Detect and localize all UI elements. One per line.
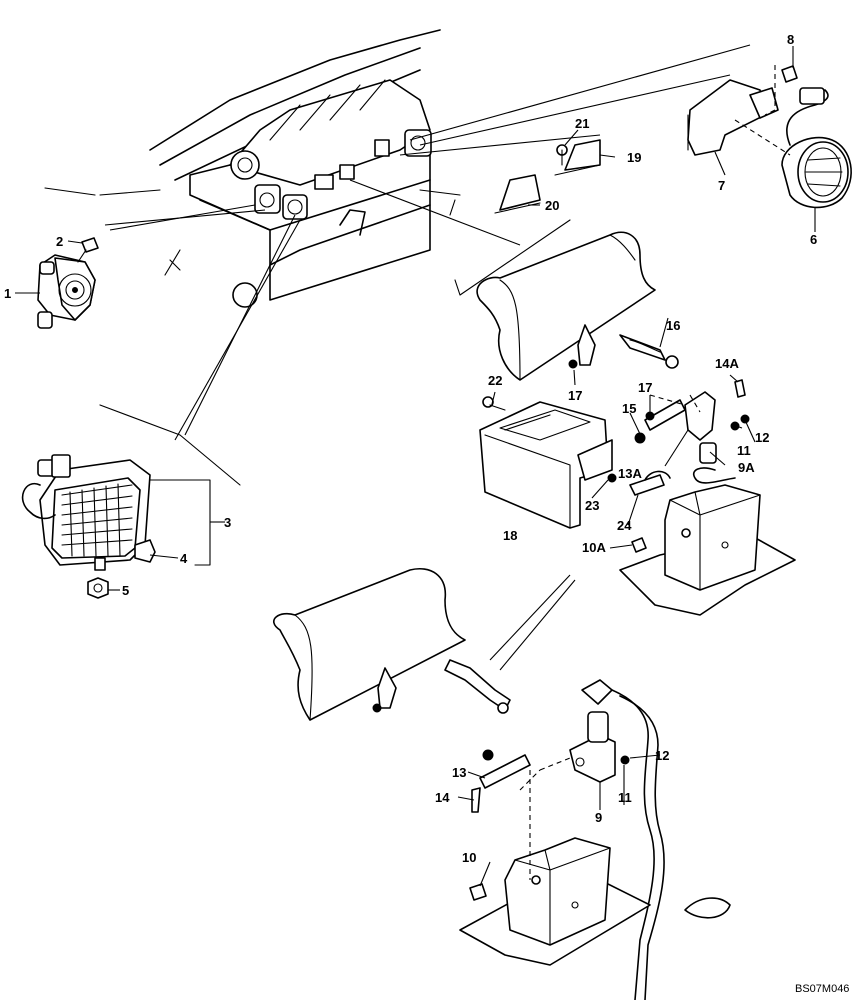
label-part-10a: 10A xyxy=(582,540,606,555)
label-part-13: 13 xyxy=(452,765,466,780)
label-part-13a: 13A xyxy=(618,466,642,481)
label-part-7: 7 xyxy=(718,178,725,193)
label-part-1: 1 xyxy=(4,286,11,301)
label-part-4: 4 xyxy=(180,551,188,566)
label-part-9a: 9A xyxy=(738,460,755,475)
upper-switch-assembly xyxy=(607,334,750,496)
label-part-6: 6 xyxy=(810,232,817,247)
label-part-24: 24 xyxy=(617,518,632,533)
part-labels: 1 2 3 4 5 6 7 8 9 9A 10 10A 11 11 12 12 … xyxy=(4,32,817,865)
label-part-11-lower: 11 xyxy=(618,790,632,805)
lower-switch-assembly xyxy=(471,679,665,1000)
label-part-21: 21 xyxy=(575,116,589,131)
label-leaders xyxy=(15,46,816,887)
lower-base-plate xyxy=(459,770,731,966)
lower-guard xyxy=(273,568,511,721)
label-part-16: 16 xyxy=(666,318,680,333)
label-part-23: 23 xyxy=(585,498,599,513)
label-part-15: 15 xyxy=(622,401,636,416)
reverse-alarm-assembly xyxy=(37,237,99,329)
label-part-12-upper: 12 xyxy=(755,430,769,445)
machine-body xyxy=(99,29,441,308)
label-part-14: 14 xyxy=(435,790,450,805)
work-lamp-assembly xyxy=(21,454,211,599)
small-brackets xyxy=(494,139,601,214)
label-part-18: 18 xyxy=(503,528,517,543)
label-part-17-upper: 17 xyxy=(638,380,652,395)
label-part-17-left: 17 xyxy=(568,388,582,403)
label-part-2: 2 xyxy=(56,234,63,249)
label-part-8: 8 xyxy=(787,32,794,47)
upper-base-plate xyxy=(619,484,796,616)
upper-guard xyxy=(476,231,656,381)
label-part-20: 20 xyxy=(545,198,559,213)
lamp-housing-18 xyxy=(479,396,613,529)
label-part-19: 19 xyxy=(627,150,641,165)
label-part-12-lower: 12 xyxy=(655,748,669,763)
lamp-grid xyxy=(61,483,133,557)
label-part-3: 3 xyxy=(224,515,231,530)
label-part-9: 9 xyxy=(595,810,602,825)
beacon-assembly xyxy=(687,65,852,209)
reference-code: BS07M046 xyxy=(795,983,849,995)
assembly-leader-lines xyxy=(44,44,751,671)
label-part-22: 22 xyxy=(488,373,502,388)
label-part-14a: 14A xyxy=(715,356,739,371)
label-part-5: 5 xyxy=(122,583,129,598)
label-part-11-upper: 11 xyxy=(737,443,751,458)
label-part-10: 10 xyxy=(462,850,476,865)
